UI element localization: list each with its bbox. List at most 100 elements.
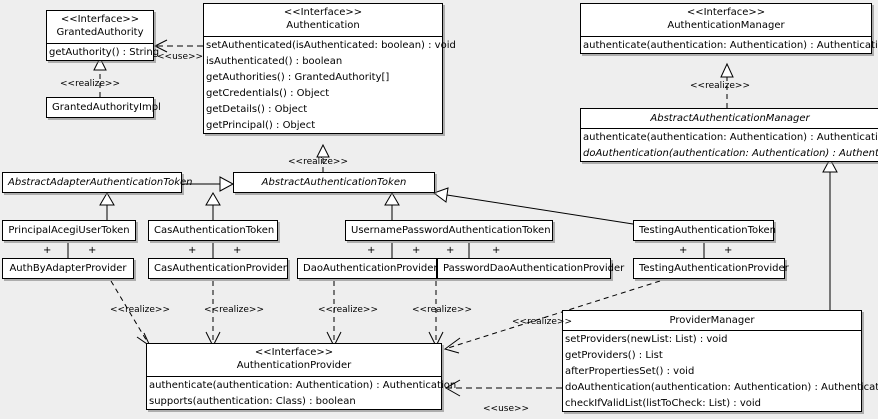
operation-row: isAuthenticated() : boolean [206, 56, 343, 67]
association-marker: + [367, 245, 376, 256]
class-header: GrantedAuthorityImpl [47, 98, 161, 117]
class-name: UsernamePasswordAuthenticationToken [351, 225, 551, 236]
class-name: AuthenticationProvider [236, 360, 352, 371]
class-name: AuthenticationManager [667, 20, 785, 31]
class-name: AbstractAdapterAuthenticationToken [8, 177, 193, 188]
operation-row: checkIfValidList(listToCheck: List) : vo… [565, 398, 762, 409]
class-name: DaoAuthenticationProvider [303, 263, 438, 274]
operations-compartment: setAuthenticated(isAuthenticated: boolea… [204, 36, 456, 133]
association-marker: + [679, 245, 688, 256]
association-marker: + [188, 245, 197, 256]
operations-compartment: getAuthority() : String [47, 43, 160, 60]
edge-label-realize-authentication: <<realize>> [288, 157, 348, 167]
class-provider-manager[interactable]: ProviderManager setProviders(newList: Li… [562, 310, 878, 412]
edge-label-use-provider-manager: <<use>> [483, 404, 530, 414]
edge-label-realize-granted-authority: <<realize>> [60, 79, 120, 89]
edge-label-realize-password-dao-provider: <<realize>> [412, 305, 472, 315]
operations-compartment: authenticate(authentication: Authenticat… [147, 376, 457, 409]
class-cas-authentication-token[interactable]: CasAuthenticationToken [148, 220, 278, 241]
edge-label-realize-authentication-manager: <<realize>> [690, 81, 750, 91]
class-name: PasswordDaoAuthenticationProvider [443, 263, 625, 274]
class-header: CasAuthenticationProvider [149, 259, 287, 278]
edge-label-realize-cas-provider: <<realize>> [204, 305, 264, 315]
operations-compartment: setProviders(newList: List) : void getPr… [563, 330, 878, 411]
edge-label-realize-testing-provider: <<realize>> [512, 317, 572, 327]
class-name: TestingAuthenticationToken [639, 225, 777, 236]
class-name: ProviderManager [669, 315, 755, 326]
operation-row: getAuthorities() : GrantedAuthority[] [206, 72, 390, 83]
class-header: AbstractAdapterAuthenticationToken [3, 173, 193, 192]
class-abstract-adapter-authentication-token[interactable]: AbstractAdapterAuthenticationToken [2, 172, 193, 193]
class-header: <<Interface>> AuthenticationProvider [147, 344, 441, 376]
class-header: TestingAuthenticationProvider [634, 259, 789, 278]
operation-row: getAuthority() : String [49, 47, 160, 58]
class-cas-authentication-provider[interactable]: CasAuthenticationProvider [148, 258, 288, 279]
class-header: PrincipalAcegiUserToken [3, 221, 135, 240]
operation-row: afterPropertiesSet() : void [565, 366, 695, 377]
class-username-password-authentication-token[interactable]: UsernamePasswordAuthenticationToken [345, 220, 553, 241]
edge-label-use-granted-authority: <<use>> [157, 52, 204, 62]
class-header: AbstractAuthenticationToken [234, 173, 434, 192]
class-principal-acegi-user-token[interactable]: PrincipalAcegiUserToken [2, 220, 136, 241]
class-granted-authority-impl[interactable]: GrantedAuthorityImpl [46, 97, 161, 118]
class-abstract-authentication-token[interactable]: AbstractAuthenticationToken [233, 172, 435, 193]
operation-row: setAuthenticated(isAuthenticated: boolea… [206, 40, 456, 51]
class-name: Authentication [286, 20, 360, 31]
edge-label-realize-auth-by-adapter: <<realize>> [110, 305, 170, 315]
class-header: <<Interface>> Authentication [204, 4, 442, 36]
operation-row: getProviders() : List [565, 350, 663, 361]
class-granted-authority[interactable]: <<Interface>> GrantedAuthority getAuthor… [46, 10, 160, 61]
association-marker: + [492, 245, 501, 256]
class-name: AuthByAdapterProvider [9, 263, 127, 274]
association-marker: + [724, 245, 733, 256]
association-marker: + [233, 245, 242, 256]
stereotype-label: <<Interface>> [686, 7, 766, 18]
operation-row: getDetails() : Object [206, 104, 308, 115]
class-header: AbstractAuthenticationManager [581, 109, 878, 128]
class-name: CasAuthenticationProvider [154, 263, 287, 274]
stereotype-label: <<Interface>> [254, 347, 334, 358]
class-authentication-manager[interactable]: <<Interface>> AuthenticationManager auth… [580, 3, 878, 54]
class-header: PasswordDaoAuthenticationProvider [438, 259, 625, 278]
class-name: GrantedAuthority [56, 27, 144, 38]
operation-row: doAuthentication(authentication: Authent… [565, 382, 878, 393]
class-authentication-provider[interactable]: <<Interface>> AuthenticationProvider aut… [146, 343, 457, 410]
class-header: <<Interface>> GrantedAuthority [47, 11, 153, 43]
class-name: AbstractAuthenticationToken [261, 177, 407, 188]
class-header: AuthByAdapterProvider [3, 259, 133, 278]
class-name: TestingAuthenticationProvider [639, 263, 789, 274]
operations-compartment: authenticate(authentication: Authenticat… [581, 128, 878, 161]
class-abstract-authentication-manager[interactable]: AbstractAuthenticationManager authentica… [580, 108, 878, 162]
class-header: <<Interface>> AuthenticationManager [581, 4, 871, 36]
operation-row: getPrincipal() : Object [206, 120, 316, 131]
operation-row: authenticate(authentication: Authenticat… [583, 40, 878, 51]
class-password-dao-authentication-provider[interactable]: PasswordDaoAuthenticationProvider [437, 258, 625, 279]
edge-label-realize-dao-provider: <<realize>> [318, 305, 378, 315]
class-testing-authentication-provider[interactable]: TestingAuthenticationProvider [633, 258, 789, 279]
class-testing-authentication-token[interactable]: TestingAuthenticationToken [633, 220, 777, 241]
operation-row: supports(authentication: Class) : boolea… [149, 396, 356, 407]
class-authentication[interactable]: <<Interface>> Authentication setAuthenti… [203, 3, 456, 134]
stereotype-label: <<Interface>> [283, 7, 363, 18]
association-marker: + [43, 245, 52, 256]
class-dao-authentication-provider[interactable]: DaoAuthenticationProvider [297, 258, 438, 279]
operation-row: setProviders(newList: List) : void [565, 334, 728, 345]
class-header: TestingAuthenticationToken [634, 221, 777, 240]
class-name: AbstractAuthenticationManager [650, 113, 810, 124]
operation-row: authenticate(authentication: Authenticat… [583, 132, 878, 143]
operation-row: doAuthentication(authentication: Authent… [583, 148, 878, 159]
operation-row: getCredentials() : Object [206, 88, 330, 99]
association-marker: + [88, 245, 97, 256]
class-header: UsernamePasswordAuthenticationToken [346, 221, 552, 240]
class-name: CasAuthenticationToken [154, 225, 275, 236]
class-name: PrincipalAcegiUserToken [8, 225, 130, 236]
class-name: GrantedAuthorityImpl [52, 102, 161, 113]
class-header: DaoAuthenticationProvider [298, 259, 438, 278]
stereotype-label: <<Interface>> [60, 14, 140, 25]
class-header: CasAuthenticationToken [149, 221, 277, 240]
class-auth-by-adapter-provider[interactable]: AuthByAdapterProvider [2, 258, 134, 279]
operation-row: authenticate(authentication: Authenticat… [149, 380, 457, 391]
association-marker: + [412, 245, 421, 256]
class-header: ProviderManager [563, 311, 861, 330]
